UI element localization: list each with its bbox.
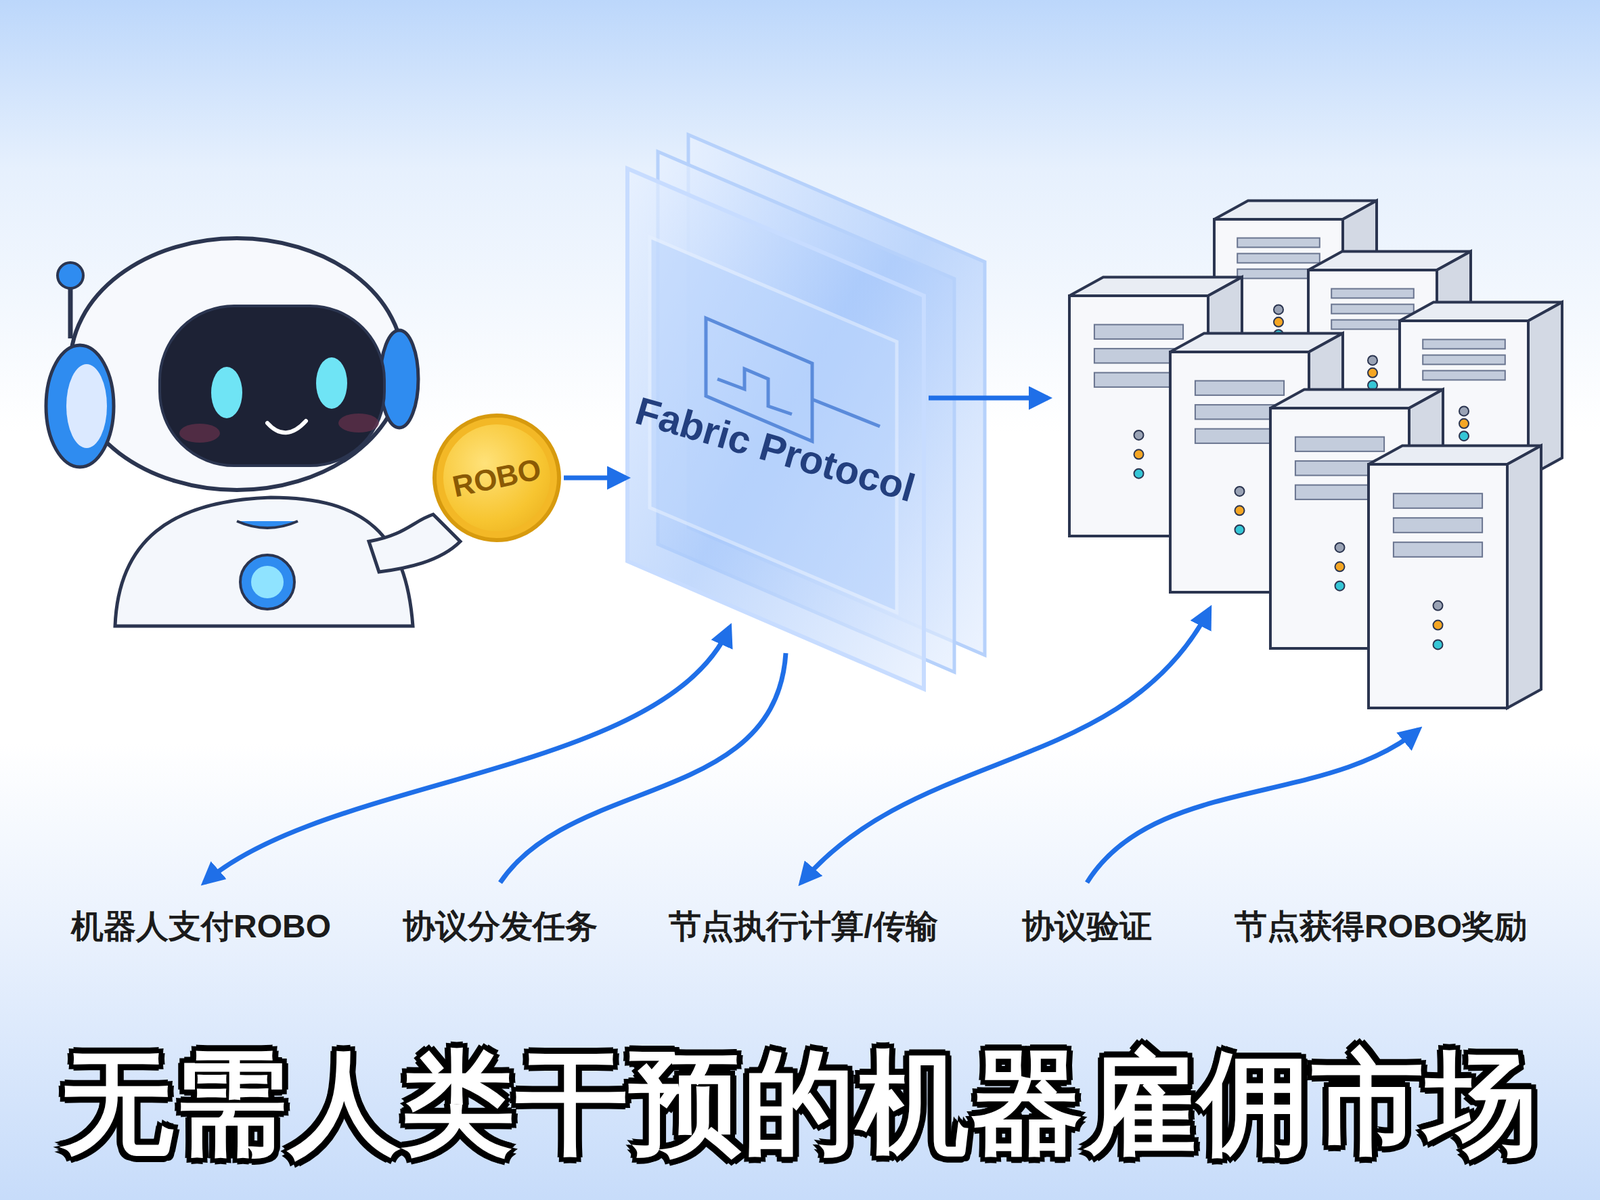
step-caption: 节点执行计算/传输 [668, 904, 938, 949]
flow-arrow [928, 395, 1048, 401]
node-label: ROBO [449, 452, 545, 504]
node-label: Fabric Protocol [630, 387, 920, 511]
robot-figure [46, 238, 461, 627]
main-title: 无需人类干预的机器雇佣市场 [60, 1028, 1540, 1181]
protocol-panes [627, 134, 985, 690]
server-cluster [1069, 201, 1563, 709]
flow-arrow [563, 475, 627, 481]
coin-token: ROBO [432, 413, 562, 543]
step-caption: 节点获得ROBO奖励 [1234, 904, 1527, 949]
protocol-panel: Fabric Protocol [627, 168, 924, 690]
step-caption: 协议分发任务 [402, 904, 598, 949]
step-caption: 协议验证 [1021, 904, 1152, 949]
step-caption: 机器人支付ROBO [71, 904, 331, 949]
curved-arrows [204, 609, 1419, 883]
